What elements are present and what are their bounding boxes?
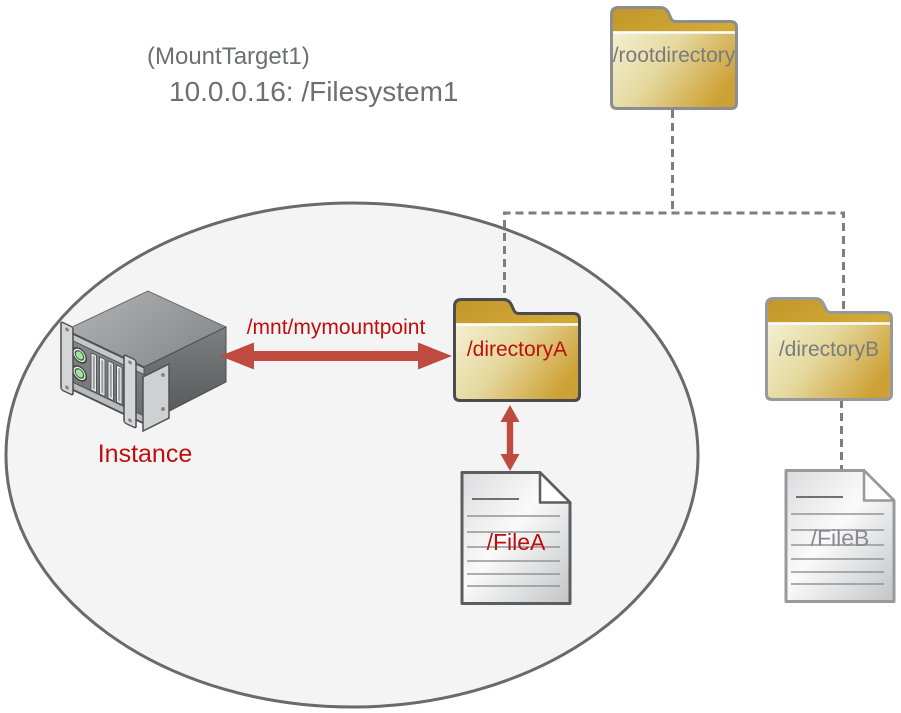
directoryb-label: /directoryB <box>778 338 880 361</box>
connector-branch <box>503 211 845 314</box>
instance-label: Instance <box>97 440 193 468</box>
server-right-bracket <box>123 354 137 429</box>
server-front-details <box>60 321 145 429</box>
hierarchy-connector-lines <box>503 110 845 470</box>
server-icon <box>60 290 228 433</box>
server-right-ear <box>142 362 170 433</box>
rootdirectory-label: /rootdirectory <box>612 44 736 67</box>
mount-target-title: (MountTarget1) <box>147 43 310 70</box>
filesystem-address: 10.0.0.16: /Filesystem1 <box>169 76 459 107</box>
server-left-bracket <box>60 321 74 396</box>
directorya-label: /directoryA <box>466 338 568 361</box>
filea-label: /FileA <box>486 529 546 555</box>
mount-double-arrow <box>220 342 452 370</box>
mount-point-label: /mnt/mymountpoint <box>246 316 426 339</box>
fileb-label: /FileB <box>810 525 870 551</box>
server-vents <box>90 352 123 406</box>
server-led-lights <box>71 347 88 382</box>
directorya-filea-double-arrow <box>500 405 520 471</box>
